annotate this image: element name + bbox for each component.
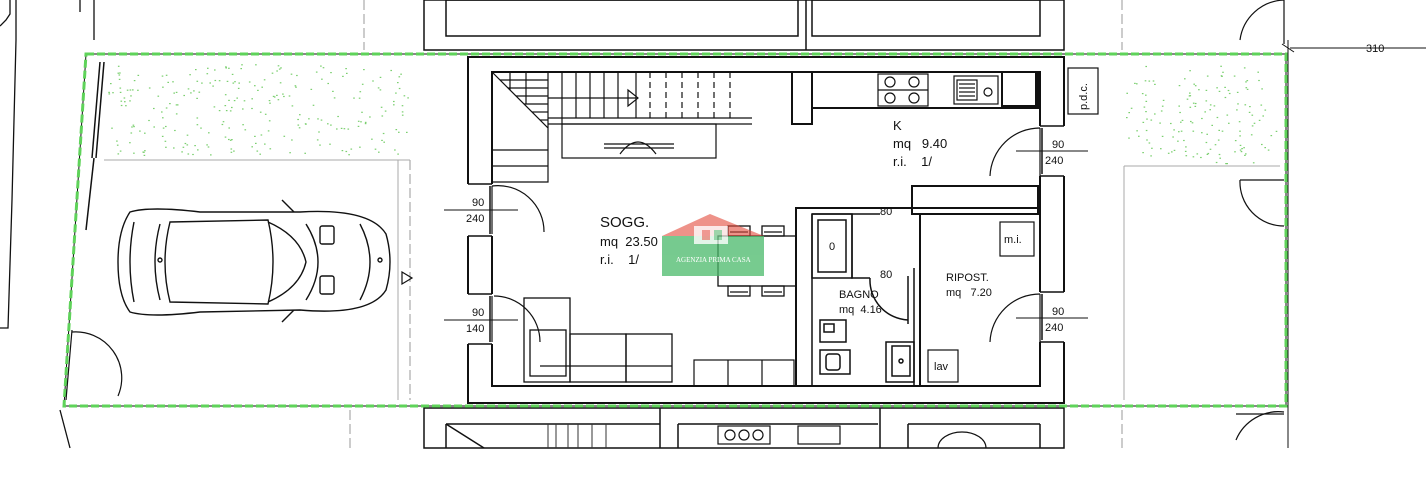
sofa bbox=[523, 297, 673, 383]
cabinet bbox=[693, 359, 795, 387]
door-right-top-width: 90 bbox=[1052, 139, 1064, 151]
bathroom-name: BAGNO bbox=[839, 289, 879, 301]
storage-name: RIPOST. bbox=[946, 272, 989, 284]
guide-lines-solid bbox=[104, 159, 1280, 400]
bath-door-width-inner: 80 bbox=[880, 269, 892, 281]
washing-machine-label: m.i. bbox=[1004, 234, 1022, 246]
car bbox=[117, 199, 391, 323]
neighbor-unit-top bbox=[423, 0, 1065, 51]
agency-watermark-logo bbox=[662, 214, 764, 276]
shower-label: 0 bbox=[829, 241, 835, 253]
grass-area-left bbox=[108, 64, 409, 156]
kitchen-walls bbox=[791, 71, 1039, 125]
guide-lines bbox=[349, 0, 1123, 448]
gate-arc bbox=[65, 329, 123, 401]
kitchen-area: mq 9.40 bbox=[893, 136, 947, 151]
door-right-bottom-width: 90 bbox=[1052, 306, 1064, 318]
door-dimension-ticks bbox=[444, 150, 1088, 321]
street-edge bbox=[0, 0, 95, 449]
laundry-sink-label: lav bbox=[934, 361, 949, 373]
door-left-bottom-height: 140 bbox=[466, 323, 484, 335]
door-right-bottom-height: 240 bbox=[1045, 322, 1063, 334]
watermark-text: AGENZIA PRIMA CASA bbox=[676, 256, 751, 264]
living-room-area: mq 23.50 bbox=[600, 234, 658, 249]
grass-area-right bbox=[1126, 65, 1278, 165]
bathroom bbox=[811, 213, 915, 386]
door-left-top-width: 90 bbox=[472, 197, 484, 209]
neighbor-unit-bottom bbox=[423, 407, 1065, 449]
arrow-icon bbox=[401, 270, 414, 286]
fence bbox=[85, 61, 105, 231]
hallway-walls bbox=[795, 185, 1038, 386]
staircase bbox=[491, 71, 752, 183]
kitchen-name: K bbox=[893, 118, 902, 133]
door-left-top-height: 240 bbox=[466, 213, 484, 225]
bathroom-area: mq 4.16 bbox=[839, 304, 882, 316]
kitchen-ri: r.i. 1/ bbox=[893, 154, 932, 169]
stove-icon bbox=[877, 73, 929, 107]
living-room-name: SOGG. bbox=[600, 214, 649, 231]
door-right-top-height: 240 bbox=[1045, 155, 1063, 167]
bath-door-width-top: 80 bbox=[880, 206, 892, 218]
door-jambs bbox=[468, 125, 1064, 345]
neighbor-door-arcs bbox=[1235, 0, 1285, 441]
storage-area: mq 7.20 bbox=[946, 287, 992, 299]
lot-boundary bbox=[62, 40, 1426, 448]
storage-fixtures bbox=[927, 67, 1099, 383]
living-room-ri: r.i. 1/ bbox=[600, 252, 639, 267]
heat-pump-label: p.d.c. bbox=[1078, 83, 1090, 110]
door-left-bottom-width: 90 bbox=[472, 307, 484, 319]
dimension-label: 310 bbox=[1366, 43, 1384, 55]
sink-icon bbox=[953, 75, 999, 105]
neighbor-stairs-bottom bbox=[547, 424, 607, 448]
neighbor-stove-bottom bbox=[717, 425, 987, 449]
